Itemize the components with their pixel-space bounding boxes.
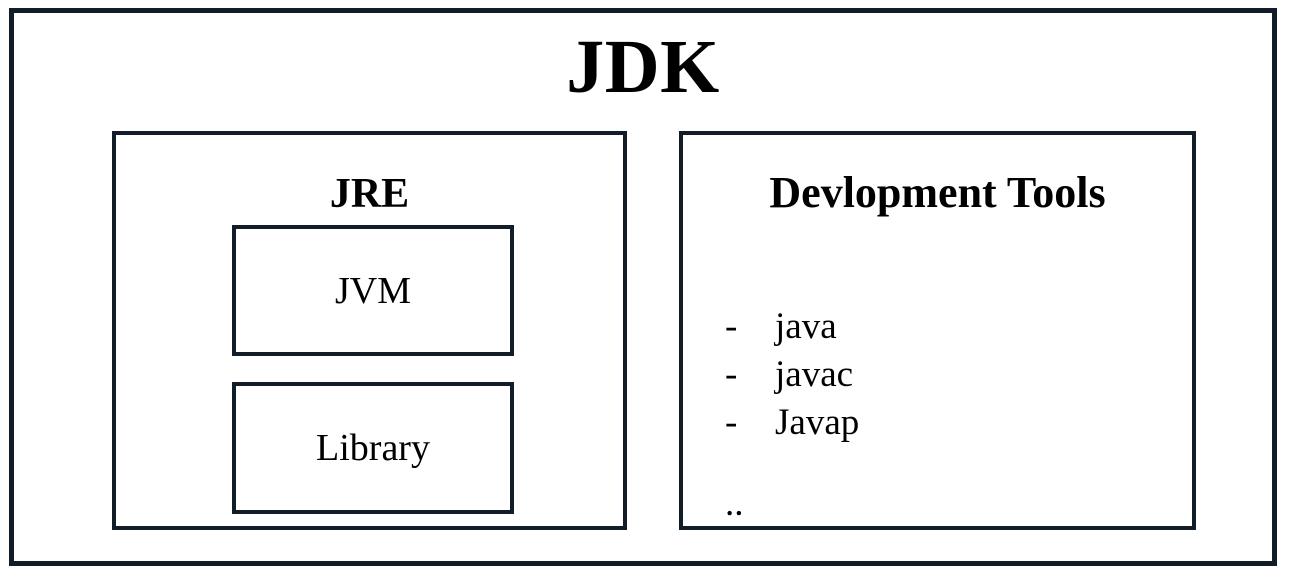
jvm-box: JVM <box>232 225 514 356</box>
library-box: Library <box>232 382 514 514</box>
bullet-dash: - <box>725 402 738 443</box>
jvm-label: JVM <box>334 269 412 312</box>
list-item: - javac <box>725 351 1145 399</box>
jre-heading: JRE <box>329 171 410 217</box>
bullet-dash: - <box>725 354 738 395</box>
jdk-outer-box: JDK JRE JVM Library Devlopment Tools - j… <box>9 8 1277 566</box>
bullet-dash: - <box>725 306 738 347</box>
development-tools-panel: Devlopment Tools - java - javac - Javap … <box>679 131 1196 530</box>
library-label: Library <box>316 427 430 469</box>
tool-label-javap: Javap <box>775 402 860 443</box>
jre-panel: JRE JVM Library <box>112 131 627 530</box>
development-tools-list: - java - javac - Javap .. <box>725 303 1145 523</box>
tool-label-javac: javac <box>775 354 854 395</box>
development-tools-heading: Devlopment Tools <box>769 168 1106 217</box>
list-item: - Javap <box>725 399 1145 447</box>
list-item: - java <box>725 303 1145 351</box>
jdk-title: JDK <box>566 25 720 109</box>
list-continuation-marker: .. <box>725 483 744 524</box>
tool-label-java: java <box>775 306 837 347</box>
